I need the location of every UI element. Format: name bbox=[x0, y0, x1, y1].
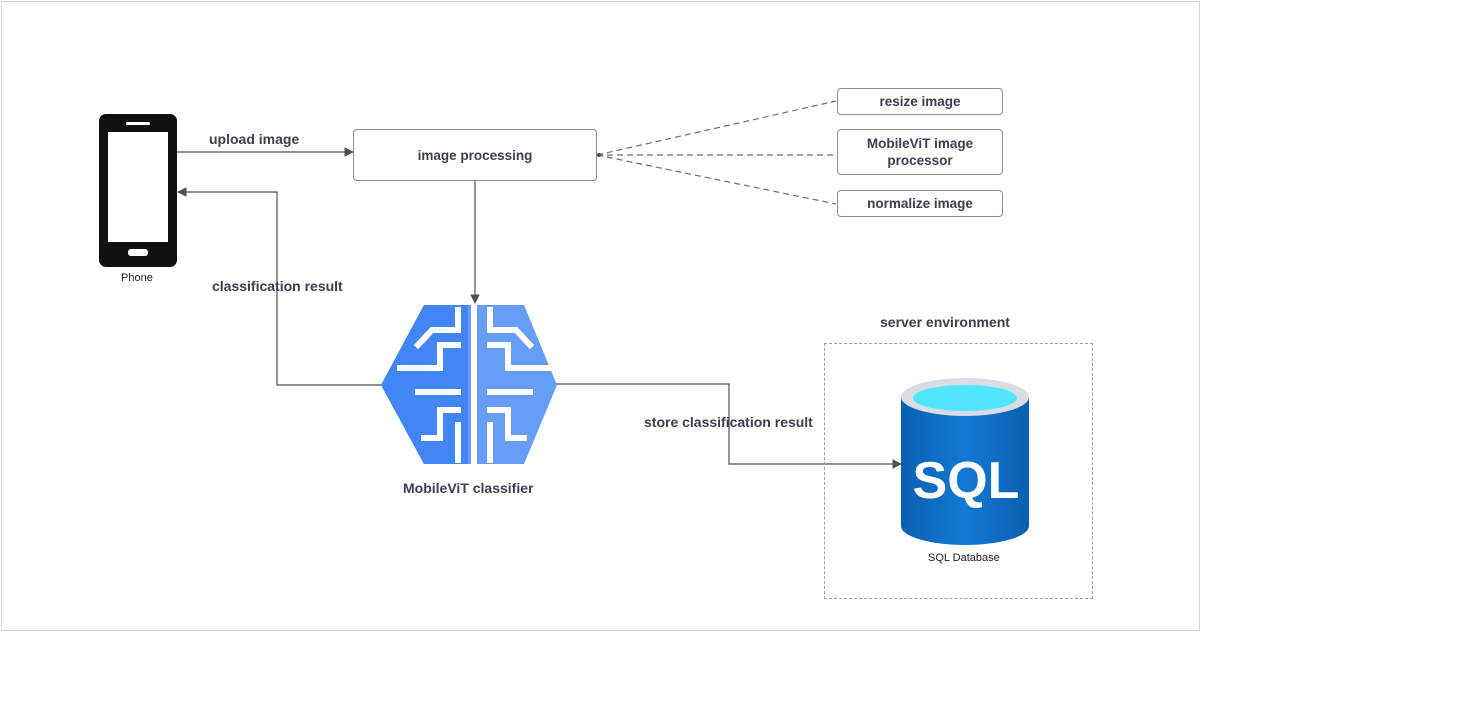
phone-label: Phone bbox=[121, 272, 153, 284]
store-arrow bbox=[555, 383, 902, 469]
classification-result-arrow bbox=[177, 187, 384, 386]
normalize-image-box: normalize image bbox=[837, 190, 1003, 217]
classifier-label: MobileViT classifier bbox=[403, 480, 534, 496]
resize-image-box: resize image bbox=[837, 88, 1003, 115]
mobilevit-processor-label: MobileViT image processor bbox=[866, 136, 974, 168]
server-environment-label: server environment bbox=[880, 314, 1010, 330]
image-processing-box: image processing bbox=[353, 129, 597, 181]
sql-icon-text: SQL bbox=[913, 452, 1020, 510]
processing-steps-connectors bbox=[596, 100, 837, 205]
brain-icon bbox=[381, 305, 557, 465]
resize-image-label: resize image bbox=[879, 94, 961, 109]
upload-image-label: upload image bbox=[209, 131, 300, 147]
image-processing-label: image processing bbox=[417, 147, 533, 163]
classification-result-label: classification result bbox=[212, 278, 343, 294]
sql-database-label: SQL Database bbox=[928, 552, 1000, 564]
mobilevit-processor-box: MobileViT image processor bbox=[837, 129, 1003, 175]
normalize-image-label: normalize image bbox=[867, 196, 973, 211]
sql-database-icon: SQL bbox=[901, 378, 1029, 545]
phone-icon bbox=[99, 114, 177, 267]
store-classification-result-label: store classification result bbox=[644, 414, 813, 430]
server-environment-container bbox=[824, 343, 1093, 599]
